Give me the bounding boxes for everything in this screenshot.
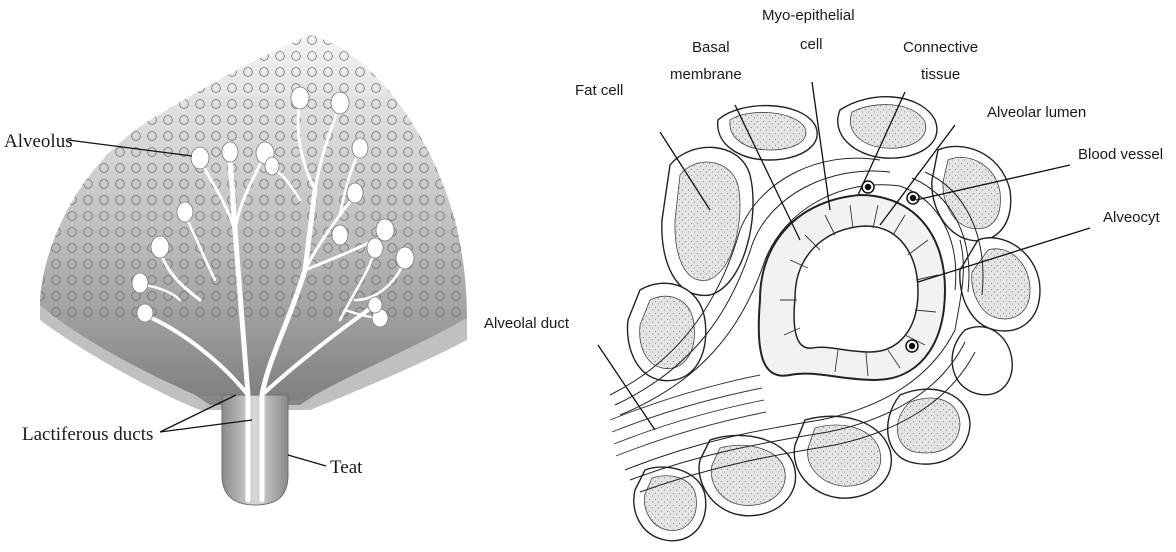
udder-diagram: Alveolus Lactiferous ducts Teat bbox=[4, 30, 470, 505]
label-myo-epithelial-line2: cell bbox=[800, 36, 823, 53]
label-basal-membrane-line1: Basal bbox=[692, 39, 730, 56]
label-alveolus: Alveolus bbox=[4, 131, 73, 152]
label-alveolar-lumen: Alveolar lumen bbox=[987, 104, 1086, 121]
teat bbox=[222, 395, 288, 505]
label-basal-membrane-line2: membrane bbox=[670, 66, 742, 83]
alveolus-section-diagram: Fat cell Basal membrane Myo-epithelial c… bbox=[484, 7, 1163, 541]
label-alveolal-duct: Alveolal duct bbox=[484, 315, 570, 332]
label-alveocyt: Alveocyt bbox=[1103, 209, 1161, 226]
label-connective-tissue-line1: Connective bbox=[903, 39, 978, 56]
label-myo-epithelial-line1: Myo-epithelial bbox=[762, 7, 855, 24]
udder-tissue-pattern bbox=[30, 30, 470, 320]
label-connective-tissue-line2: tissue bbox=[921, 66, 960, 83]
label-blood-vessel: Blood vessel bbox=[1078, 146, 1163, 163]
label-fat-cell: Fat cell bbox=[575, 82, 623, 99]
label-teat: Teat bbox=[330, 457, 363, 478]
teat-leader bbox=[288, 455, 326, 466]
label-lactiferous-ducts: Lactiferous ducts bbox=[22, 424, 153, 445]
